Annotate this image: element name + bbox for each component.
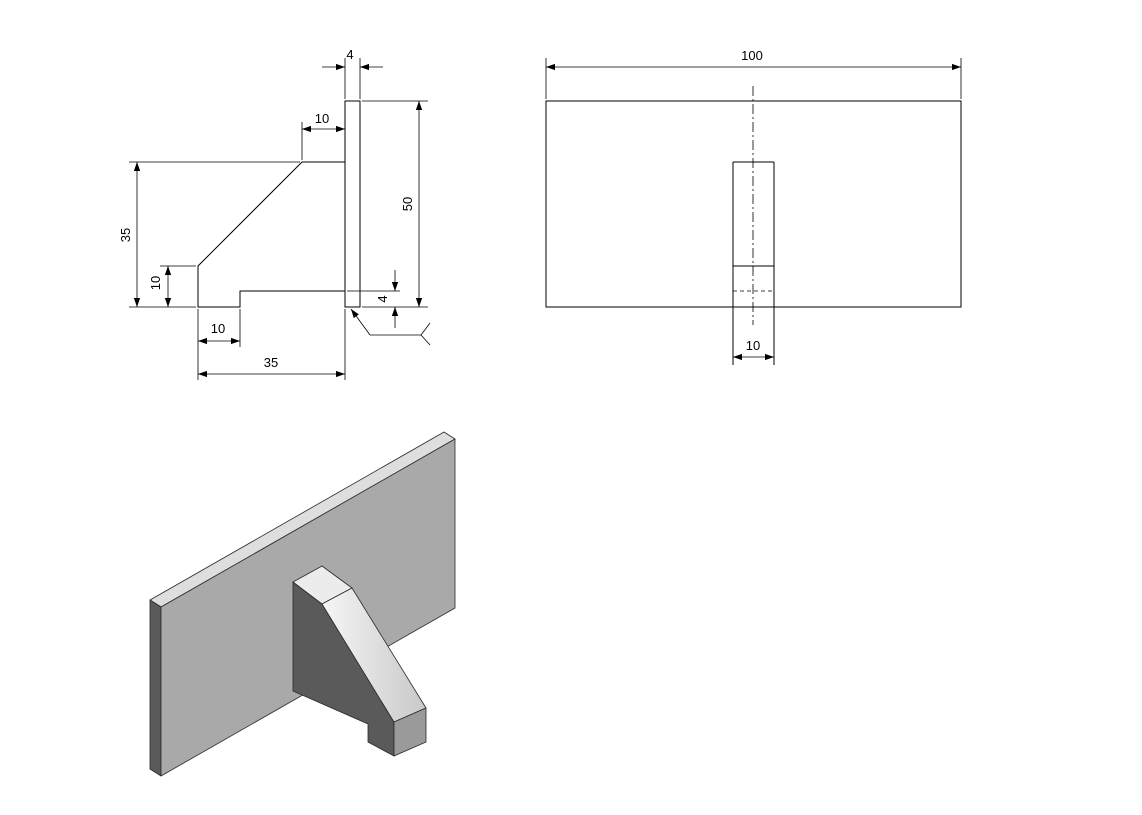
weld-symbol-leader <box>350 308 431 346</box>
dim-thickness: 4 <box>346 47 353 62</box>
dim-rib-width: 10 <box>746 338 760 353</box>
dim-height-total: 50 <box>400 197 415 211</box>
dim-base-length: 35 <box>264 355 278 370</box>
dim-foot-height: 10 <box>148 276 163 290</box>
isometric-view <box>149 431 456 777</box>
dim-step-height: 4 <box>375 295 390 302</box>
plate-side-face <box>149 599 162 777</box>
rib-end-face <box>393 707 427 757</box>
side-view-plate <box>344 100 361 308</box>
front-view-plate <box>545 100 962 308</box>
side-view-rib-outline <box>197 161 345 308</box>
front-view: 100 10 <box>545 48 962 365</box>
dim-foot-width: 10 <box>211 321 225 336</box>
dim-width: 100 <box>741 48 763 63</box>
dim-top-offset: 10 <box>315 111 329 126</box>
side-view: 4 10 50 35 10 10 35 4 <box>118 47 431 380</box>
dim-rib-height: 35 <box>118 228 133 242</box>
